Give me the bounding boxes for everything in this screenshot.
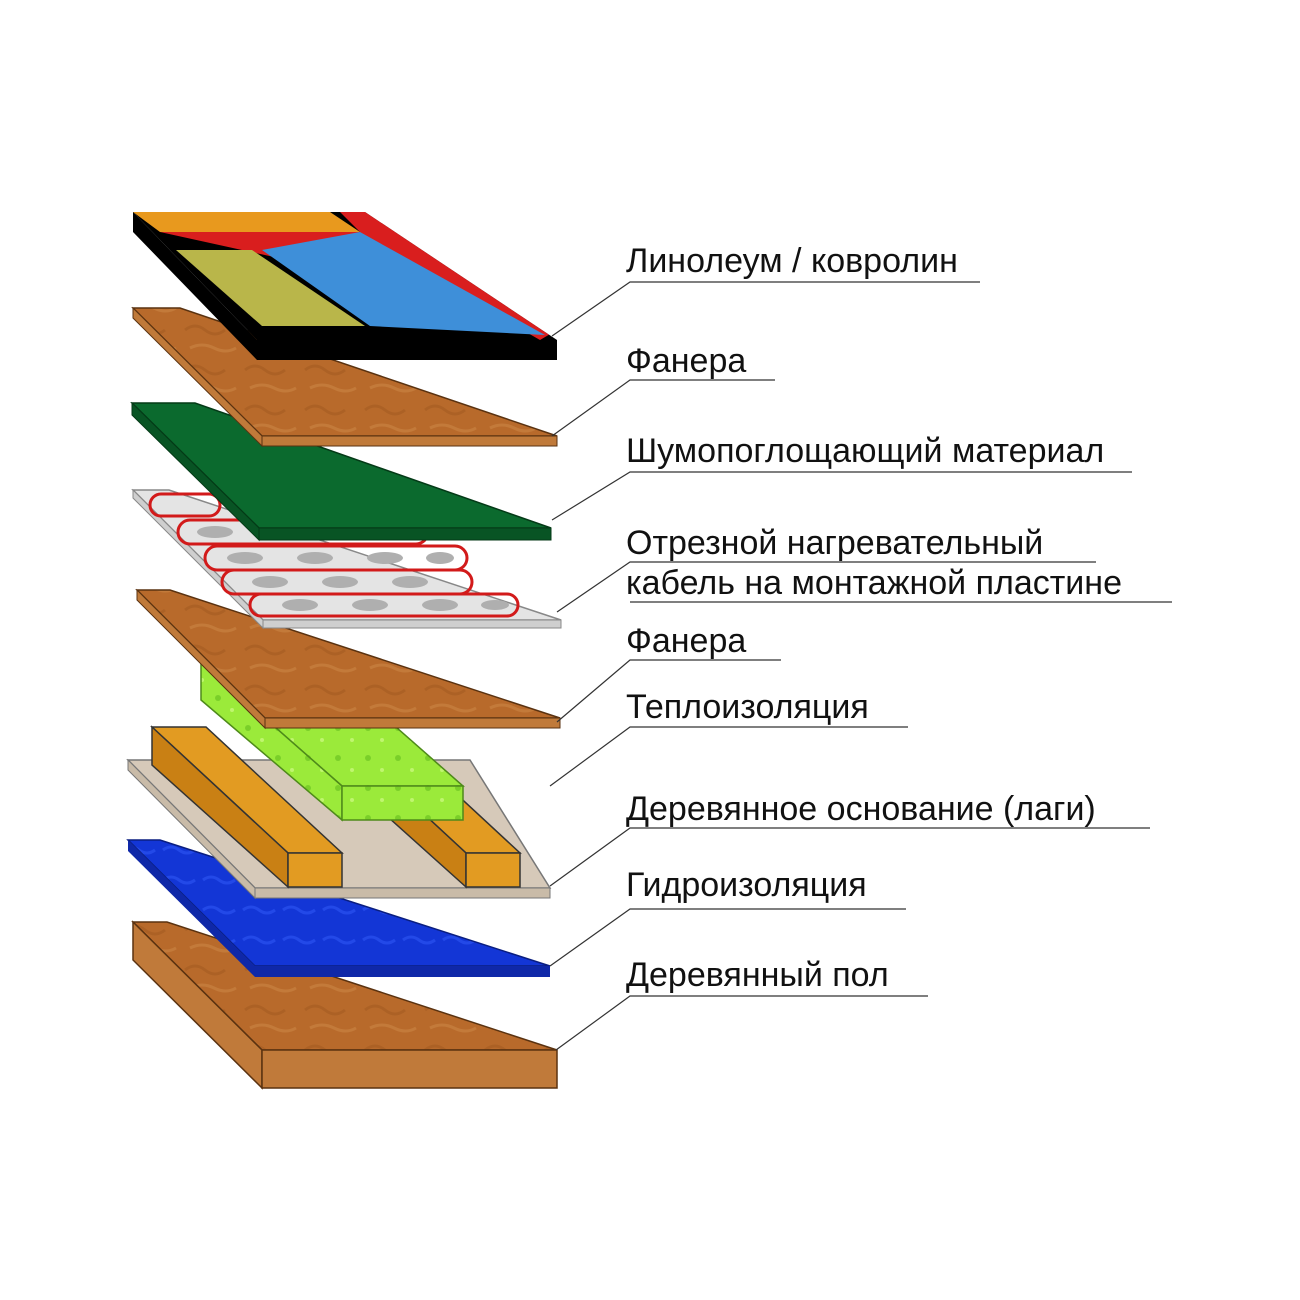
layer-sound-absorbing bbox=[130, 401, 552, 542]
label-plywood-middle: Фанера bbox=[626, 622, 746, 660]
label-linoleum: Линолеум / ковролин bbox=[626, 242, 958, 280]
leader-lines bbox=[549, 281, 1172, 1051]
labels: Линолеум / ковролин Фанера Шумопоглощающ… bbox=[626, 242, 1122, 994]
label-plywood-top: Фанера bbox=[626, 342, 746, 380]
layer-heating-cable bbox=[131, 488, 562, 630]
label-insulation: Теплоизоляция bbox=[626, 688, 869, 726]
label-heating-cable-line1: Отрезной нагревательный bbox=[626, 524, 1043, 562]
label-sound-absorbing: Шумопоглощающий материал bbox=[626, 432, 1104, 470]
label-joists: Деревянное основание (лаги) bbox=[626, 790, 1096, 828]
label-waterproofing: Гидроизоляция bbox=[626, 866, 867, 904]
layer-plywood-middle bbox=[135, 588, 561, 730]
label-heating-cable-line2: кабель на монтажной пластине bbox=[626, 564, 1122, 602]
layer-linoleum bbox=[133, 212, 557, 360]
label-wooden-floor: Деревянный пол bbox=[626, 956, 889, 994]
